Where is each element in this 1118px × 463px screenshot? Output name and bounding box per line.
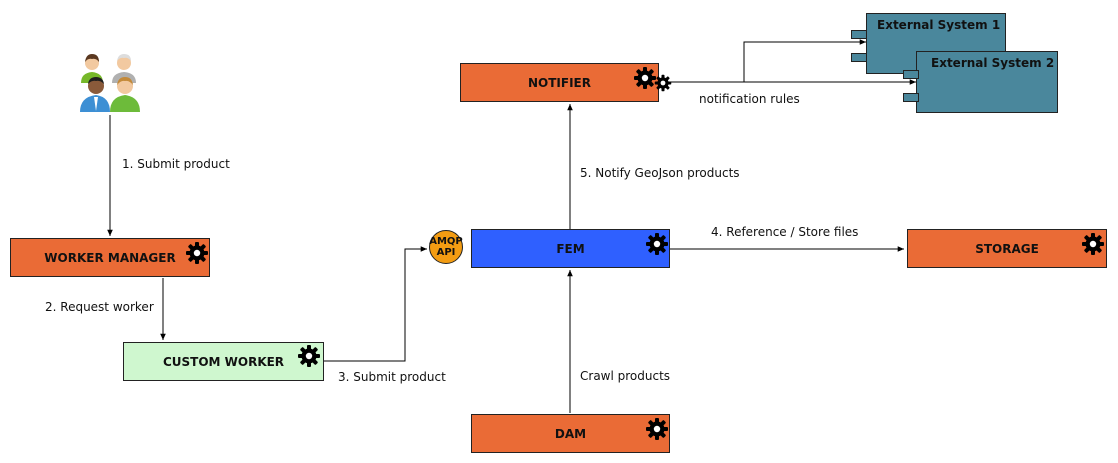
storage-label: STORAGE (975, 241, 1039, 256)
custom-worker-node: CUSTOM WORKER (123, 342, 324, 381)
gear-icon (298, 345, 320, 367)
worker-manager-label: WORKER MANAGER (44, 250, 176, 265)
fem-label: FEM (556, 241, 585, 256)
external-system-1-label: External System 1 (877, 18, 1001, 32)
dam-node: DAM (471, 414, 670, 453)
edge-label-crawl-products: Crawl products (580, 369, 671, 383)
edge-label-notification-rules: notification rules (699, 92, 800, 106)
component-tab-icon (903, 93, 919, 102)
gear-icon (646, 233, 668, 255)
component-tab-icon (903, 70, 919, 79)
gear-icon (186, 242, 208, 264)
edge-label-reference-store-4: 4. Reference / Store files (711, 225, 859, 239)
component-tab-icon (851, 30, 867, 39)
edge-label-submit-product-1: 1. Submit product (122, 157, 230, 171)
external-system-2-label: External System 2 (931, 56, 1055, 70)
amqp-api-label-line2: API (436, 247, 456, 258)
edge-label-notify-geojson-5: 5. Notify GeoJson products (580, 166, 740, 180)
custom-worker-label: CUSTOM WORKER (162, 354, 285, 369)
edge-label-request-worker-2: 2. Request worker (45, 300, 154, 314)
dam-label: DAM (554, 426, 587, 441)
notifier-node: NOTIFIER (460, 63, 659, 102)
gear-icon (1082, 233, 1104, 255)
storage-node: STORAGE (907, 229, 1107, 268)
external-system-2-node: External System 2 (916, 51, 1058, 113)
users-icon (80, 54, 140, 112)
edge-label-submit-product-3: 3. Submit product (338, 370, 446, 384)
fem-node: FEM (471, 229, 670, 268)
gear-icon (654, 74, 672, 92)
notifier-label: NOTIFIER (528, 75, 591, 90)
amqp-api-label-line1: AMQP (429, 236, 463, 247)
worker-manager-node: WORKER MANAGER (10, 238, 210, 277)
gear-icon (646, 418, 668, 440)
edge-notifier-to-external-1 (743, 39, 866, 82)
amqp-api-node: AMQP API (429, 230, 463, 264)
component-tab-icon (851, 53, 867, 62)
edge-custom-worker-to-amqp (324, 246, 427, 362)
